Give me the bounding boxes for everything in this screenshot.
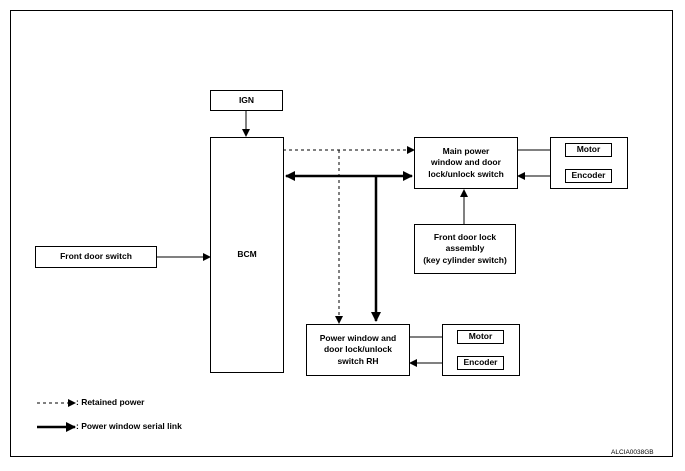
rh-switch-block: Power window and door lock/unlock switch…	[306, 324, 410, 376]
main-encoder-block: Encoder	[565, 169, 612, 183]
main-switch-label-line2: window and door	[431, 157, 501, 168]
bcm-label: BCM	[237, 249, 257, 260]
rh-switch-label-line3: switch RH	[337, 355, 379, 366]
ign-label: IGN	[238, 94, 255, 105]
ign-block: IGN	[210, 90, 283, 111]
main-motor-label: Motor	[576, 144, 601, 155]
rh-encoder-label: Encoder	[463, 357, 498, 368]
main-motor-block: Motor	[565, 143, 612, 157]
legend-retained-power: : Retained power	[76, 397, 145, 407]
rh-switch-label-line1: Power window and	[319, 333, 397, 344]
rh-motor-label: Motor	[468, 331, 493, 342]
main-switch-block: Main power window and door lock/unlock s…	[414, 137, 518, 189]
diagram-frame	[10, 10, 673, 457]
legend-serial-link: : Power window serial link	[76, 421, 182, 431]
main-switch-label-line1: Main power	[442, 146, 490, 157]
rh-switch-label-line2: door lock/unlock	[323, 344, 392, 355]
front-door-lock-label-line3: (key cylinder switch)	[423, 254, 507, 265]
bcm-block: BCM	[210, 137, 284, 373]
front-door-switch-block: Front door switch	[35, 246, 157, 268]
figure-code: ALCIA0038GB	[611, 449, 654, 456]
front-door-lock-label-line1: Front door lock	[433, 232, 497, 243]
front-door-lock-label-line2: assembly	[445, 243, 485, 254]
main-encoder-label: Encoder	[571, 170, 606, 181]
front-door-switch-label: Front door switch	[60, 251, 132, 262]
rh-motor-block: Motor	[457, 330, 504, 344]
main-switch-label-line3: lock/unlock switch	[428, 168, 504, 179]
rh-encoder-block: Encoder	[457, 356, 504, 370]
front-door-lock-block: Front door lock assembly (key cylinder s…	[414, 224, 516, 274]
